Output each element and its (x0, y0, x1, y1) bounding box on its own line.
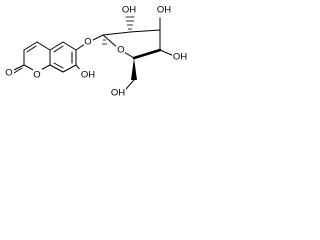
label-sugar-oh-2: OH (122, 5, 136, 16)
label-sugar-ring-oxygen: O (117, 45, 124, 56)
label-hydroxyl-7: OH (81, 70, 95, 81)
benzene-ring (49, 41, 77, 73)
bond-c4-oh (159, 49, 175, 57)
bond-c6-o (75, 43, 86, 51)
lactone-ring (13, 41, 51, 74)
label-ring-oxygen: O (33, 70, 40, 81)
bond-ch2-oh (125, 79, 135, 90)
label-ch2oh: OH (111, 88, 125, 99)
hashed-bond-c1 (102, 39, 107, 45)
atom-labels: O O OH O O OH OH OH OH (5, 5, 188, 99)
hashed-bond-c2-oh (125, 16, 135, 30)
glucose-ring (102, 29, 162, 60)
wedge-bond-c5-ch2 (131, 58, 137, 80)
label-ether-oxygen: O (84, 37, 91, 48)
label-sugar-oh-4: OH (173, 52, 187, 63)
label-sugar-oh-3: OH (157, 5, 171, 16)
label-carbonyl-oxygen: O (5, 68, 12, 79)
chemical-structure-diagram: O O OH O O OH OH OH OH (5, 5, 188, 99)
